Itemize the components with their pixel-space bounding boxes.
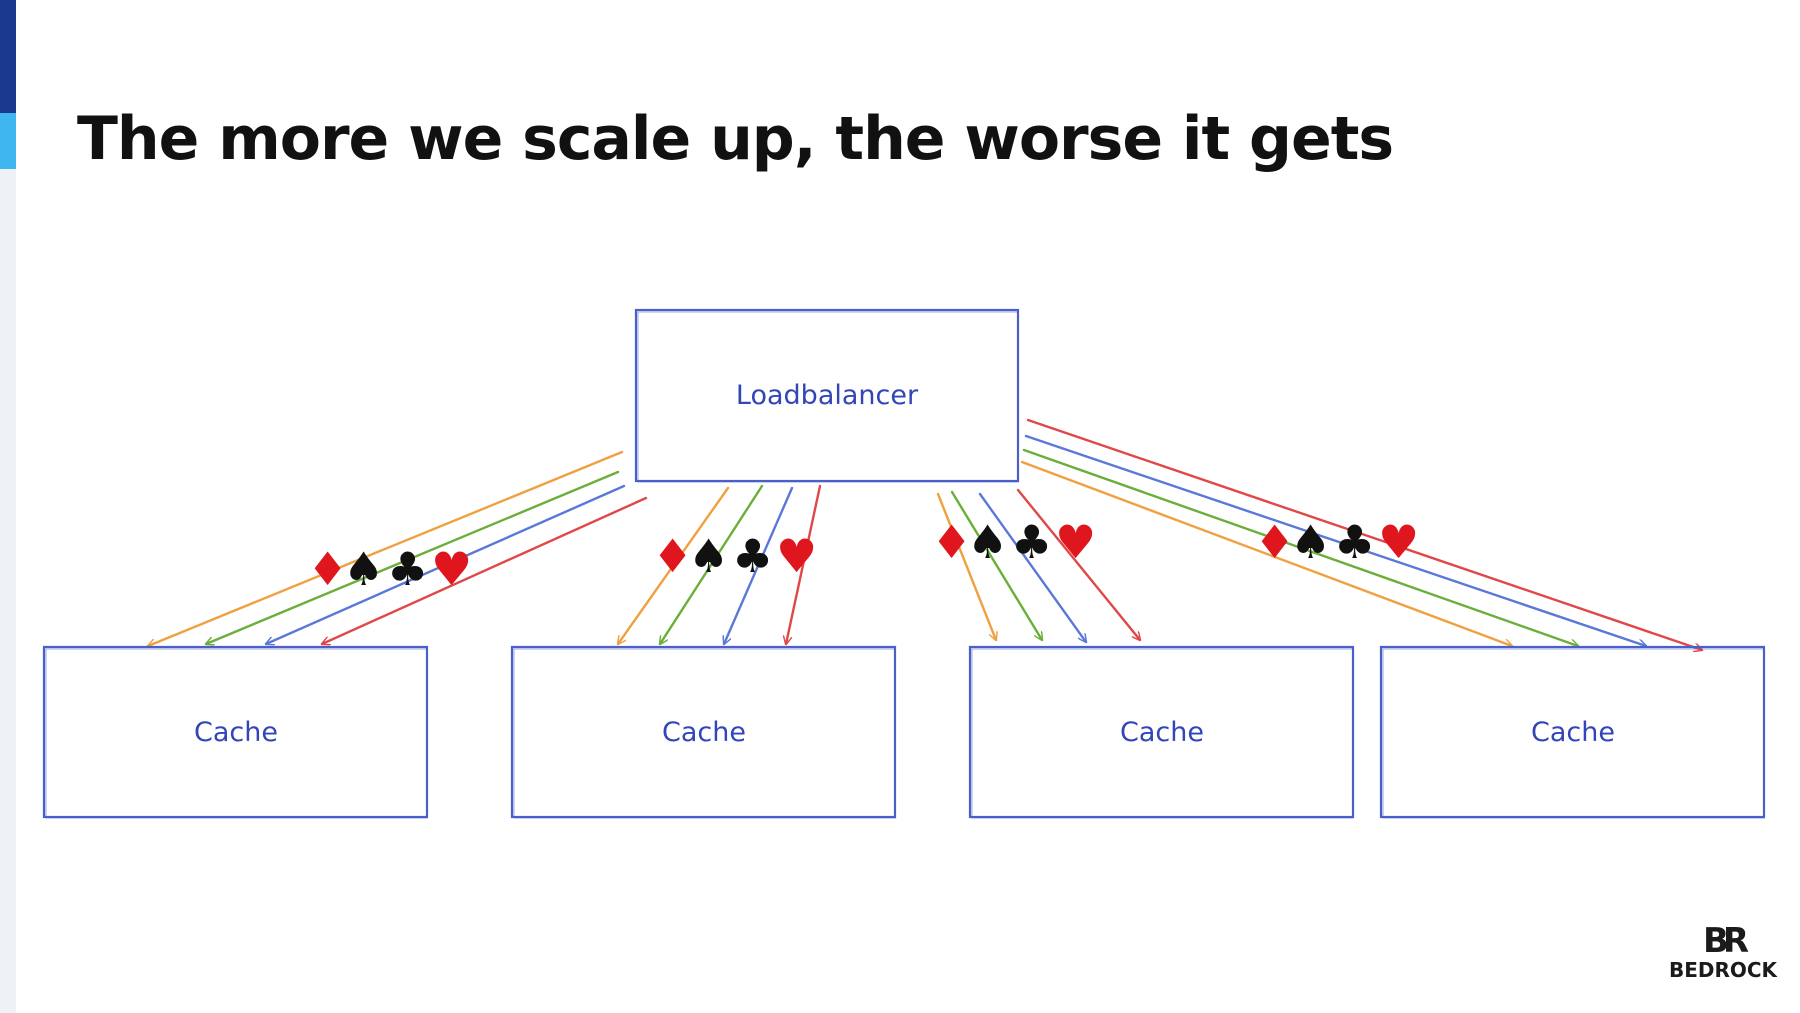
heart-suit-icon: ♥ bbox=[1055, 515, 1096, 569]
heart-suit-icon: ♥ bbox=[1378, 515, 1419, 569]
cache-label: Cache bbox=[662, 717, 746, 748]
arrow-red bbox=[322, 496, 648, 644]
slide-title: The more we scale up, the worse it gets bbox=[77, 104, 1394, 174]
logo-name: BEDROCK bbox=[1668, 958, 1778, 982]
suit-group-2: ♦ ♠ ♣ ♥ bbox=[652, 529, 817, 583]
diamond-suit-icon: ♦ bbox=[307, 542, 348, 596]
club-suit-icon: ♣ bbox=[387, 542, 428, 596]
arrow-blue bbox=[266, 484, 626, 644]
club-suit-icon: ♣ bbox=[732, 529, 773, 583]
logo-mark: BR bbox=[1702, 921, 1749, 961]
arrow-green bbox=[206, 470, 620, 644]
arrow-orange bbox=[618, 486, 730, 644]
arrow-green bbox=[950, 490, 1042, 640]
arrow-blue bbox=[724, 486, 794, 644]
cache-label: Cache bbox=[194, 717, 278, 748]
cache-box-sketch bbox=[513, 648, 896, 819]
heart-suit-icon: ♥ bbox=[776, 529, 817, 583]
club-suit-icon: ♣ bbox=[1011, 515, 1052, 569]
arrow-group bbox=[148, 418, 1702, 650]
arrow-orange bbox=[1020, 460, 1512, 646]
loadbalancer-label: Loadbalancer bbox=[736, 380, 919, 411]
arrow-blue bbox=[978, 492, 1086, 642]
arrow-red bbox=[1026, 418, 1702, 650]
club-suit-icon: ♣ bbox=[1334, 515, 1375, 569]
heart-suit-icon: ♥ bbox=[431, 542, 472, 596]
cache-box-sketch bbox=[45, 648, 428, 819]
loadbalancer-box-sketch bbox=[637, 311, 1019, 483]
bedrock-logo: BR BEDROCK bbox=[1668, 923, 1778, 981]
suit-group-1: ♦ ♠ ♣ ♥ bbox=[307, 542, 472, 596]
spade-suit-icon: ♠ bbox=[1290, 515, 1331, 569]
spade-suit-icon: ♠ bbox=[967, 515, 1008, 569]
left-rail bbox=[0, 0, 16, 1013]
arrow-red bbox=[786, 484, 822, 644]
suit-group-4: ♦ ♠ ♣ ♥ bbox=[1254, 515, 1419, 569]
diamond-suit-icon: ♦ bbox=[652, 529, 693, 583]
arrow-blue bbox=[1024, 434, 1646, 646]
accent-bar-dark bbox=[0, 0, 16, 113]
suit-group-3: ♦ ♠ ♣ ♥ bbox=[931, 515, 1096, 569]
loadbalancer-node: Loadbalancer bbox=[634, 308, 1020, 483]
cache-box-sketch bbox=[1382, 648, 1765, 819]
arrow-green bbox=[1022, 448, 1578, 646]
diamond-suit-icon: ♦ bbox=[1254, 515, 1295, 569]
cache-node-2: Cache bbox=[510, 645, 897, 819]
arrow-orange bbox=[148, 450, 624, 646]
cache-label: Cache bbox=[1531, 717, 1615, 748]
spade-suit-icon: ♠ bbox=[688, 529, 729, 583]
accent-bar-light bbox=[0, 113, 16, 169]
cache-label: Cache bbox=[1120, 717, 1204, 748]
cache-node-4: Cache bbox=[1379, 645, 1766, 819]
arrow-green bbox=[660, 484, 764, 644]
cache-node-1: Cache bbox=[42, 645, 429, 819]
arrow-red bbox=[1016, 488, 1140, 640]
diamond-suit-icon: ♦ bbox=[931, 515, 972, 569]
cache-box-sketch bbox=[971, 648, 1354, 819]
cache-node-3: Cache bbox=[968, 645, 1355, 819]
arrow-orange bbox=[936, 492, 996, 640]
spade-suit-icon: ♠ bbox=[343, 542, 384, 596]
